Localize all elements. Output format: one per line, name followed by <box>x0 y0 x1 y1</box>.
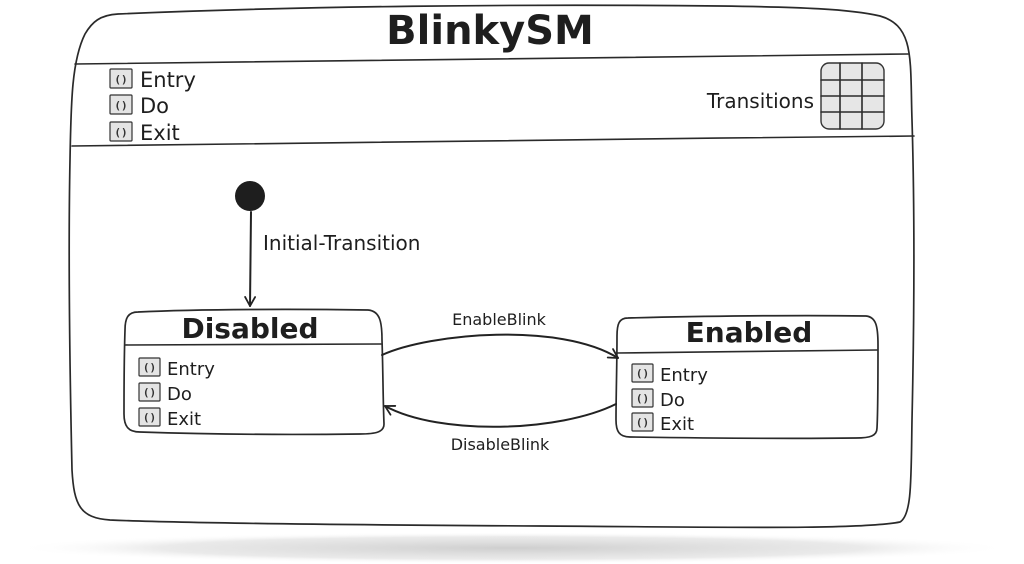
enable-blink-label: EnableBlink <box>452 310 547 329</box>
machine-activity-label: Exit <box>140 121 180 145</box>
initial-transition-arrow[interactable] <box>244 211 256 307</box>
method-icon-glyph: () <box>636 392 649 405</box>
method-icon <box>138 357 161 377</box>
method-icon-glyph: () <box>114 73 127 86</box>
disable-blink-label: DisableBlink <box>451 435 550 454</box>
machine-title: BlinkySM <box>386 8 594 54</box>
method-icon <box>109 121 133 142</box>
enabled-activity-label: Exit <box>660 414 694 435</box>
method-icon-glyph: () <box>114 99 127 112</box>
enabled-activity-label: Entry <box>660 365 708 386</box>
state-disabled-title: Disabled <box>181 312 318 345</box>
activities-divider <box>71 135 915 147</box>
transitions-table-icon[interactable] <box>820 62 885 130</box>
method-icon <box>138 407 161 427</box>
enabled-activity-exit[interactable]: () Exit <box>631 412 694 435</box>
disabled-activity-label: Do <box>167 384 192 405</box>
state-enabled-divider <box>616 349 878 354</box>
method-icon <box>631 388 654 408</box>
method-icon <box>631 363 654 383</box>
state-disabled-divider <box>124 343 382 346</box>
method-icon-glyph: () <box>143 386 156 399</box>
method-icon <box>109 68 133 89</box>
machine-activity-entry[interactable]: () Entry <box>109 68 196 92</box>
disabled-activity-exit[interactable]: () Exit <box>138 407 201 430</box>
state-enabled-title: Enabled <box>686 316 813 349</box>
disable-blink-arrow[interactable] <box>384 403 617 428</box>
enabled-activity-entry[interactable]: () Entry <box>631 363 708 386</box>
enable-blink-arrow[interactable] <box>381 333 619 359</box>
method-icon-glyph: () <box>143 411 156 424</box>
initial-transition-label: Initial-Transition <box>263 231 420 255</box>
card-shadow <box>12 532 1012 564</box>
machine-activity-label: Do <box>140 94 169 118</box>
disabled-activity-label: Entry <box>167 359 215 380</box>
method-icon-glyph: () <box>636 416 649 429</box>
machine-activity-label: Entry <box>140 68 196 92</box>
disabled-activity-do[interactable]: () Do <box>138 382 192 405</box>
enabled-activity-do[interactable]: () Do <box>631 388 685 411</box>
method-icon-glyph: () <box>143 361 156 374</box>
method-icon <box>631 412 654 432</box>
initial-state-dot[interactable] <box>235 181 265 211</box>
enabled-activity-label: Do <box>660 390 685 411</box>
method-icon-glyph: () <box>114 126 127 139</box>
transitions-label: Transitions <box>706 89 814 113</box>
machine-activity-exit[interactable]: () Exit <box>109 121 180 145</box>
state-disabled[interactable]: Disabled () Entry () Do () Exit <box>123 308 385 436</box>
state-enabled[interactable]: Enabled () Entry () Do () Exit <box>615 314 879 440</box>
method-icon-glyph: () <box>636 367 649 380</box>
method-icon <box>109 94 133 115</box>
method-icon <box>138 382 161 402</box>
machine-activity-do[interactable]: () Do <box>109 94 169 118</box>
disabled-activity-entry[interactable]: () Entry <box>138 357 215 380</box>
disabled-activity-label: Exit <box>167 409 201 430</box>
